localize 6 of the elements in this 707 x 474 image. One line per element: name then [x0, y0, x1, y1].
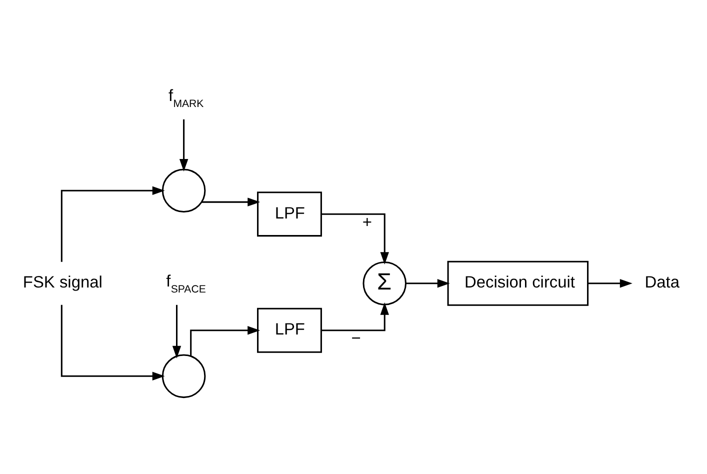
edge-label: − [351, 330, 361, 348]
node-text: f$_{MARK}$ [168, 87, 204, 110]
node-text: f$_{SPACE}$ [166, 272, 206, 296]
node-text: FSK signal [22, 274, 102, 292]
node-text: Data [644, 274, 680, 292]
edge-label: + [362, 213, 372, 232]
